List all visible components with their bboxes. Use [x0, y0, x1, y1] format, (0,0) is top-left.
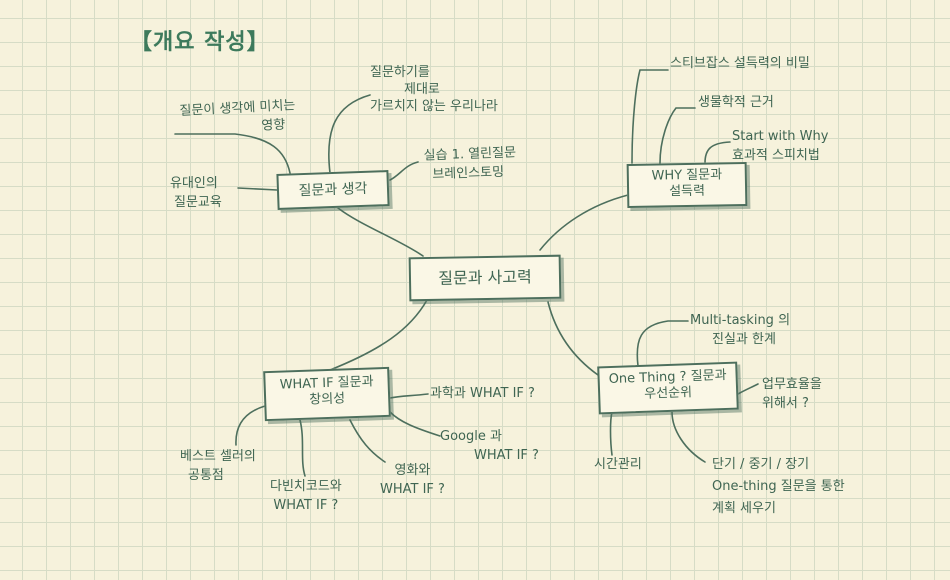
central-topic-label: 질문과 사고력 — [438, 267, 532, 288]
branch-node-one-thing[interactable]: One Thing ? 질문과 우선순위 — [597, 361, 739, 415]
leaf-text: 업무효율을 — [762, 377, 822, 392]
connector-steve-jobs — [631, 69, 669, 164]
connector-efficiency — [737, 383, 759, 395]
connector-center-question — [337, 207, 424, 257]
leaf-text: 계획 세우기 — [712, 500, 776, 516]
leaf-text: 유대인의 — [170, 176, 218, 191]
leaf-bio-proof: 생물학적 근거 — [698, 94, 774, 113]
connector-center-why — [539, 194, 629, 251]
leaf-text: 베스트 셀러의 — [180, 449, 256, 464]
leaf-text: WHAT IF ? — [380, 481, 445, 497]
leaf-steve-jobs: 스티브잡스 설득력의 비밀 — [670, 55, 810, 74]
leaf-text: 생물학적 근거 — [698, 95, 774, 110]
connector-question-influence — [174, 133, 291, 174]
leaf-practice: 실습 1. 열린질문 브레인스토밍 — [423, 144, 517, 185]
connector-bestseller — [235, 405, 266, 446]
central-topic-node[interactable]: 질문과 사고력 — [408, 254, 562, 302]
leaf-davinci: 다빈치코드와 WHAT IF ? — [270, 478, 342, 516]
connector-start-why — [704, 141, 731, 164]
leaf-text: 다빈치코드와 — [270, 479, 342, 494]
leaf-google: Google 과 WHAT IF ? — [440, 428, 539, 466]
leaf-text: 효과적 스피치법 — [732, 147, 820, 163]
leaf-time-management: 시간관리 — [594, 456, 642, 475]
leaf-text: Google 과 — [440, 429, 502, 444]
connector-science — [389, 393, 429, 399]
leaf-multitasking: Multi-tasking 의 진실과 한계 — [690, 312, 790, 350]
branch-node-what-if[interactable]: WHAT IF 질문과 창의성 — [263, 366, 391, 422]
leaf-start-with-why: Start with Why 효과적 스피치법 — [732, 128, 828, 166]
leaf-planning: 단기 / 중기 / 장기 One-thing 질문을 통한 계획 세우기 — [712, 456, 845, 519]
connector-bio — [659, 107, 696, 164]
branch-label-why-line1: WHY 질문과 — [651, 167, 723, 184]
leaf-text: 단기 / 중기 / 장기 — [712, 457, 810, 472]
connector-practice — [389, 161, 419, 181]
connector-time — [609, 411, 613, 456]
connector-bad-question — [328, 94, 371, 174]
connector-jewish — [237, 187, 278, 191]
leaf-text: 시간관리 — [594, 457, 642, 472]
leaf-text: 공통점 — [188, 467, 224, 483]
connector-movie — [349, 419, 386, 463]
leaf-text: WHAT IF ? — [273, 497, 339, 513]
connector-davinci — [299, 419, 306, 477]
connector-multitasking — [636, 320, 689, 367]
connector-planning — [671, 411, 706, 463]
leaf-text: 과학과 WHAT IF ? — [430, 386, 535, 401]
leaf-text: 질문하기를 — [370, 65, 430, 80]
branch-node-why[interactable]: WHY 질문과 설득력 — [626, 161, 748, 209]
leaf-text: WHAT IF ? — [474, 447, 539, 463]
leaf-text: 진실과 한계 — [712, 331, 776, 347]
leaf-movie: 영화와 WHAT IF ? — [380, 462, 445, 500]
leaf-text: 영화와 — [394, 463, 431, 478]
branch-node-question-thought[interactable]: 질문과 생각 — [276, 170, 390, 210]
leaf-text: 영향 — [261, 117, 286, 134]
connector-center-onething — [547, 301, 599, 376]
page-title: 【개요 작성】 — [130, 30, 270, 55]
leaf-text: 위해서 ? — [762, 395, 809, 411]
branch-label-question-thought: 질문과 생각 — [298, 180, 368, 200]
leaf-efficiency: 업무효율을 위해서 ? — [762, 376, 822, 414]
leaf-text: Multi-tasking 의 — [690, 313, 791, 328]
leaf-bad-question: 질문하기를 제대로 가르치지 않는 우리나라 — [370, 64, 498, 117]
leaf-text: 제대로 — [404, 81, 440, 97]
branch-label-why-line2: 설득력 — [669, 183, 706, 200]
leaf-text: One-thing 질문을 통한 — [712, 478, 845, 494]
leaf-jewish: 유대인의 질문교육 — [170, 175, 222, 213]
leaf-question-influence: 질문이 생각에 미치는 영향 — [179, 97, 297, 141]
leaf-text: 브레인스토밍 — [432, 164, 505, 183]
leaf-text: 가르치지 않는 우리나라 — [370, 98, 498, 114]
leaf-text: 질문교육 — [174, 194, 222, 210]
leaf-text: Start with Why — [732, 129, 829, 144]
connector-google — [389, 411, 441, 437]
leaf-science: 과학과 WHAT IF ? — [430, 385, 535, 404]
leaf-bestseller: 베스트 셀러의 공통점 — [180, 448, 256, 486]
leaf-text: 스티브잡스 설득력의 비밀 — [670, 56, 810, 71]
connector-center-whatif — [329, 299, 428, 371]
